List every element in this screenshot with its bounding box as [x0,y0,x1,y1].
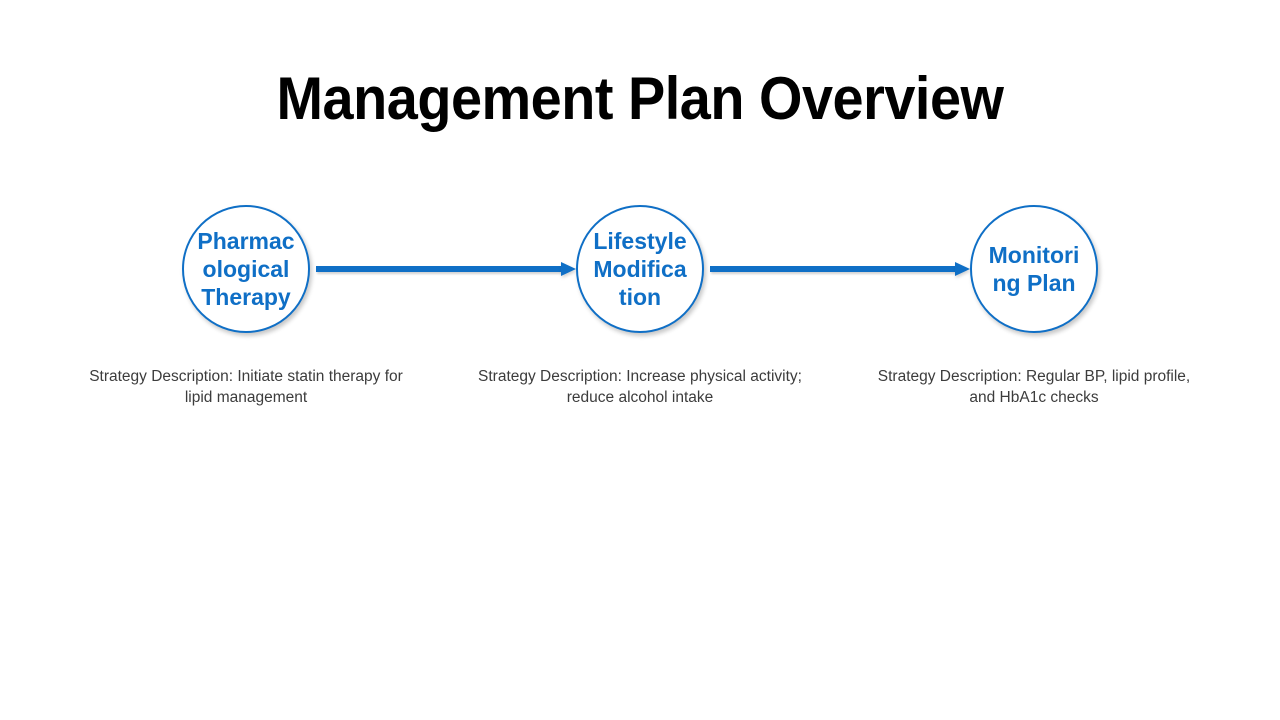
arrow-shaft-1 [316,266,562,272]
arrow-shaft-2 [710,266,956,272]
arrow-right-icon-2 [710,262,970,276]
flow-node-caption-3: Strategy Description: Regular BP, lipid … [877,368,1191,406]
arrow-head-2 [955,262,970,276]
flow-node-2[interactable]: Lifestyle Modification [576,205,704,333]
flow-node-caption-2: Strategy Description: Increase physical … [478,368,802,406]
flow-node-caption-1: Strategy Description: Initiate statin th… [89,368,403,406]
page-title: Management Plan Overview [276,65,1004,132]
flow-node-1[interactable]: Pharmacological Therapy [182,205,310,333]
flow-node-3[interactable]: Monitoring Plan [970,205,1098,333]
circle-shape-3 [970,205,1098,333]
circle-shape-1 [182,205,310,333]
arrow-right-icon-1 [316,262,576,276]
circle-shape-2 [576,205,704,333]
arrow-head-1 [561,262,576,276]
